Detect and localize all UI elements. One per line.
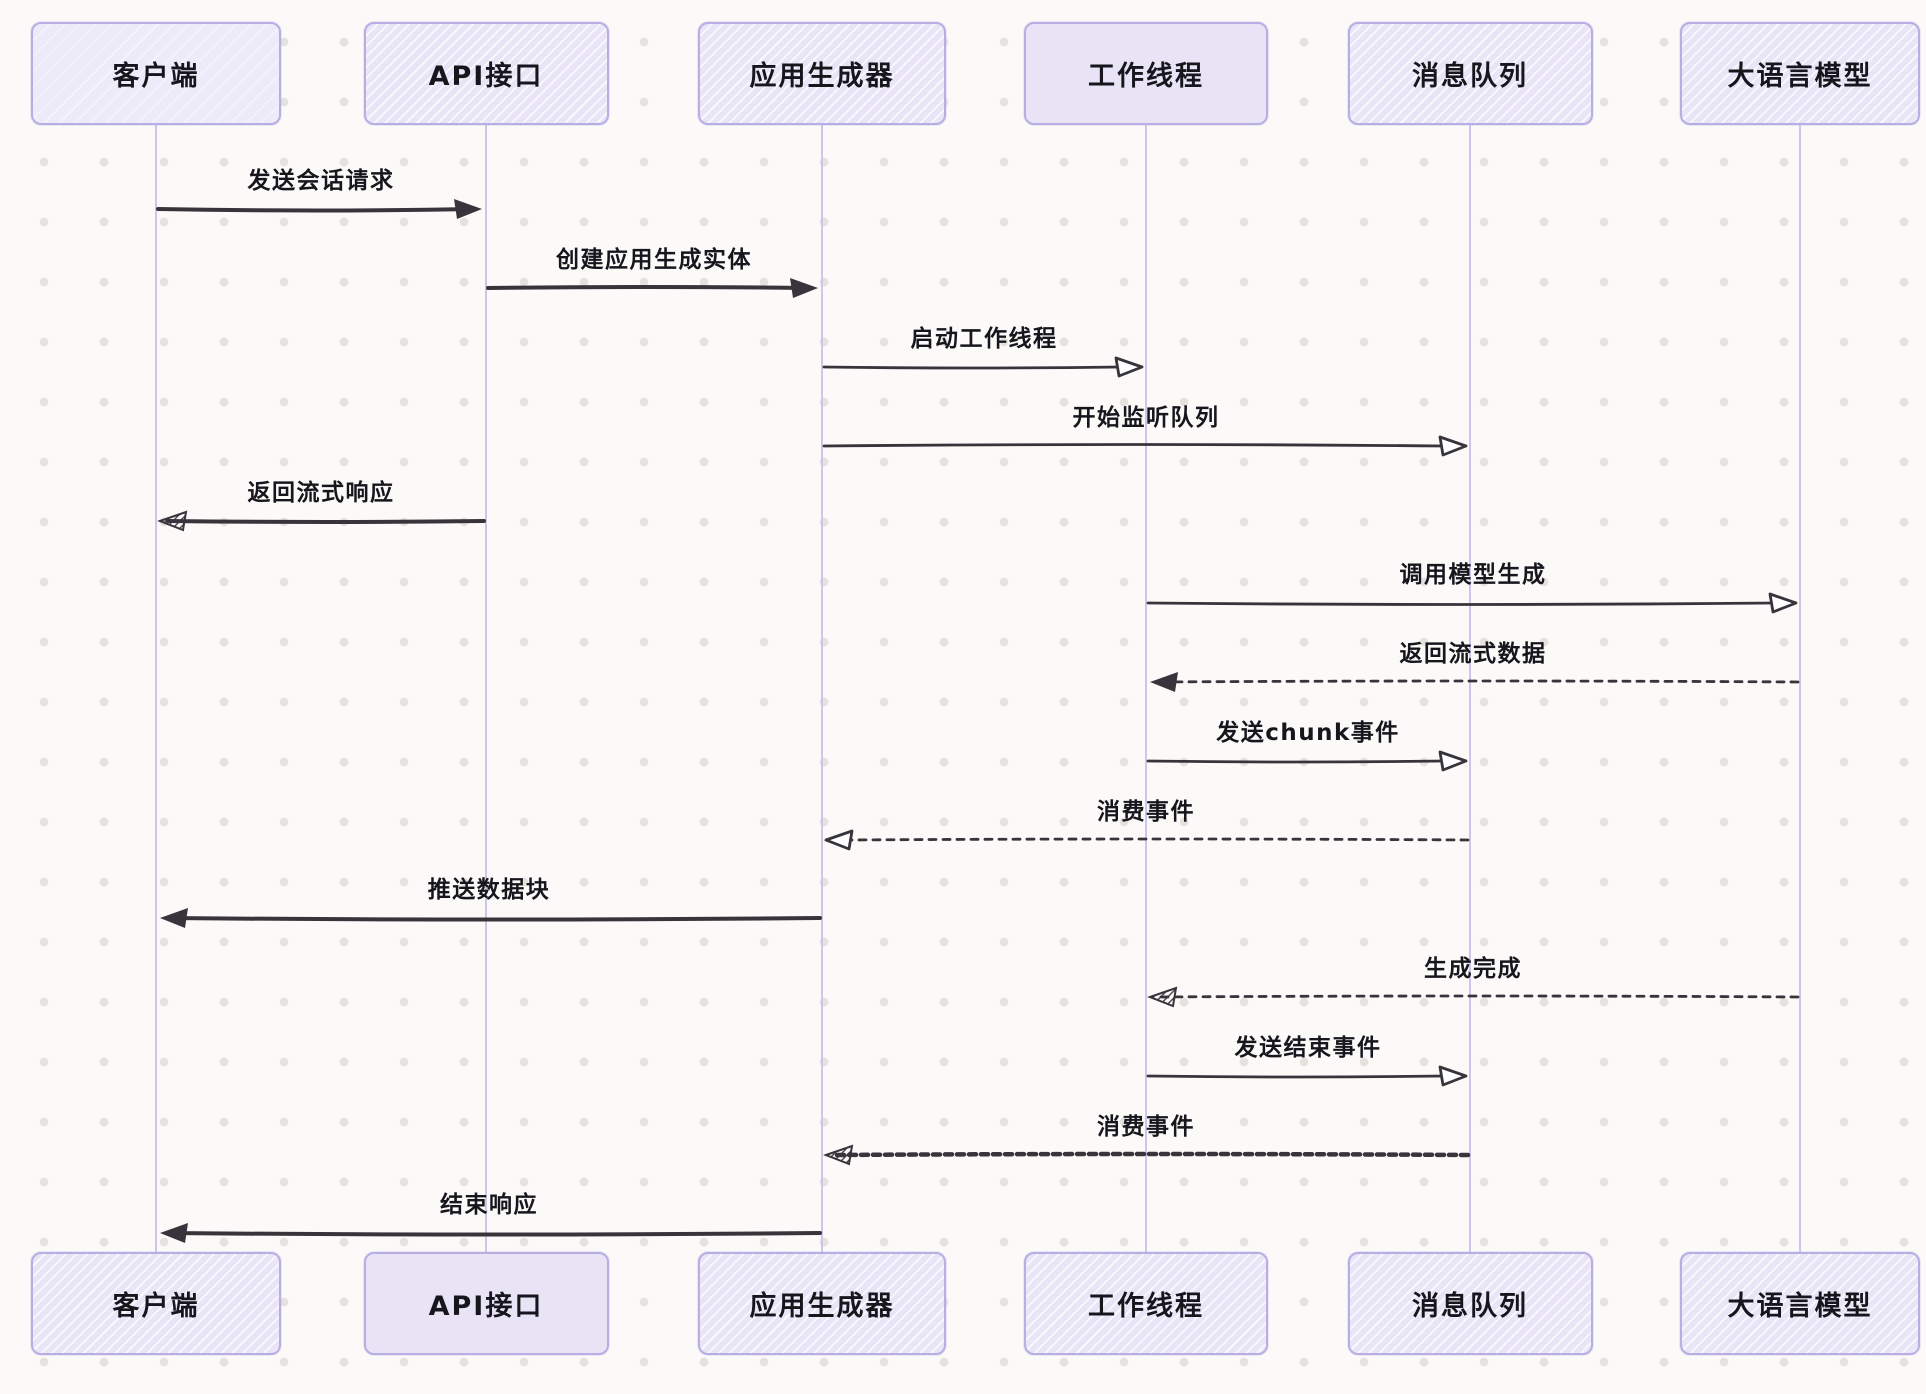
- lifeline-worker-thread: [1144, 123, 1148, 1253]
- message-line-6: [1156, 679, 1800, 684]
- message-line-1: [486, 285, 812, 290]
- actor-box-top-app-generator: 应用生成器: [698, 22, 946, 125]
- actor-box-top-client: 客户端: [31, 22, 281, 125]
- actor-box-top-llm: 大语言模型: [1680, 22, 1920, 125]
- message-label: 发送会话请求: [247, 168, 395, 194]
- actor-label: 应用生成器: [749, 61, 895, 92]
- lifeline-app-generator: [820, 123, 824, 1253]
- actor-box-top-message-queue: 消息队列: [1347, 22, 1593, 125]
- message-line-5: [1146, 601, 1776, 606]
- message-label: 推送数据块: [427, 877, 551, 903]
- actor-box-bottom-api: API接口: [363, 1252, 609, 1355]
- message-label: 启动工作线程: [910, 326, 1058, 352]
- message-label: 返回流式数据: [1399, 641, 1547, 667]
- actor-label: 应用生成器: [749, 1291, 895, 1322]
- message-line-4: [166, 519, 486, 524]
- actor-box-bottom-client: 客户端: [31, 1252, 281, 1355]
- lifeline-llm: [1798, 123, 1802, 1253]
- message-arrowhead-11: [1438, 1065, 1468, 1087]
- message-line-12: [831, 1151, 1471, 1158]
- message-label: 消费事件: [1097, 1114, 1195, 1140]
- message-line-8: [846, 837, 1470, 842]
- message-label: 结束响应: [440, 1192, 538, 1218]
- actor-box-bottom-llm: 大语言模型: [1680, 1252, 1920, 1355]
- message-arrowhead-2: [1114, 356, 1144, 378]
- message-line-11: [1146, 1074, 1446, 1079]
- actor-label: API接口: [428, 1291, 544, 1322]
- message-arrowhead-9: [160, 908, 188, 928]
- message-line-2: [822, 365, 1122, 370]
- message-line-7: [1146, 759, 1446, 764]
- message-line-13: [166, 1231, 822, 1237]
- message-label: 生成完成: [1424, 956, 1522, 982]
- message-arrowhead-4: [157, 510, 188, 532]
- message-label: 开始监听队列: [1072, 405, 1220, 431]
- message-arrowhead-10: [1147, 986, 1178, 1008]
- message-label: 创建应用生成实体: [556, 247, 752, 273]
- message-label: 消费事件: [1097, 799, 1195, 825]
- message-label: 调用模型生成: [1399, 562, 1547, 588]
- message-line-0: [156, 207, 476, 213]
- actor-box-top-api: API接口: [363, 22, 609, 125]
- message-line-9: [166, 916, 822, 922]
- actor-box-top-worker-thread: 工作线程: [1024, 22, 1268, 125]
- message-label: 返回流式响应: [247, 480, 395, 506]
- message-arrowhead-8: [824, 829, 854, 851]
- message-line-10: [1156, 994, 1800, 999]
- message-arrowhead-3: [1438, 435, 1468, 457]
- actor-label: 客户端: [112, 1291, 200, 1322]
- message-label: 发送chunk事件: [1216, 720, 1400, 746]
- actor-label: API接口: [428, 61, 544, 92]
- message-arrowhead-13: [160, 1223, 188, 1243]
- message-arrowhead-5: [1768, 592, 1798, 614]
- actor-box-bottom-app-generator: 应用生成器: [698, 1252, 946, 1355]
- message-line-3: [822, 443, 1446, 448]
- message-arrowhead-1: [790, 278, 818, 298]
- message-arrowhead-12: [823, 1144, 854, 1166]
- lifeline-client: [154, 123, 158, 1253]
- actor-label: 工作线程: [1088, 1291, 1204, 1322]
- actor-box-bottom-worker-thread: 工作线程: [1024, 1252, 1268, 1355]
- message-arrowhead-6: [1150, 672, 1178, 692]
- actor-label: 消息队列: [1412, 1291, 1528, 1322]
- lifeline-message-queue: [1468, 123, 1472, 1253]
- actor-box-bottom-message-queue: 消息队列: [1347, 1252, 1593, 1355]
- message-arrowhead-7: [1438, 750, 1468, 772]
- message-label: 发送结束事件: [1234, 1035, 1382, 1061]
- actor-label: 客户端: [112, 61, 200, 92]
- actor-label: 大语言模型: [1727, 1291, 1873, 1322]
- actor-label: 消息队列: [1412, 61, 1528, 92]
- message-arrowhead-0: [454, 199, 482, 219]
- actor-label: 大语言模型: [1727, 61, 1873, 92]
- lifeline-api: [484, 123, 488, 1253]
- actor-label: 工作线程: [1088, 61, 1204, 92]
